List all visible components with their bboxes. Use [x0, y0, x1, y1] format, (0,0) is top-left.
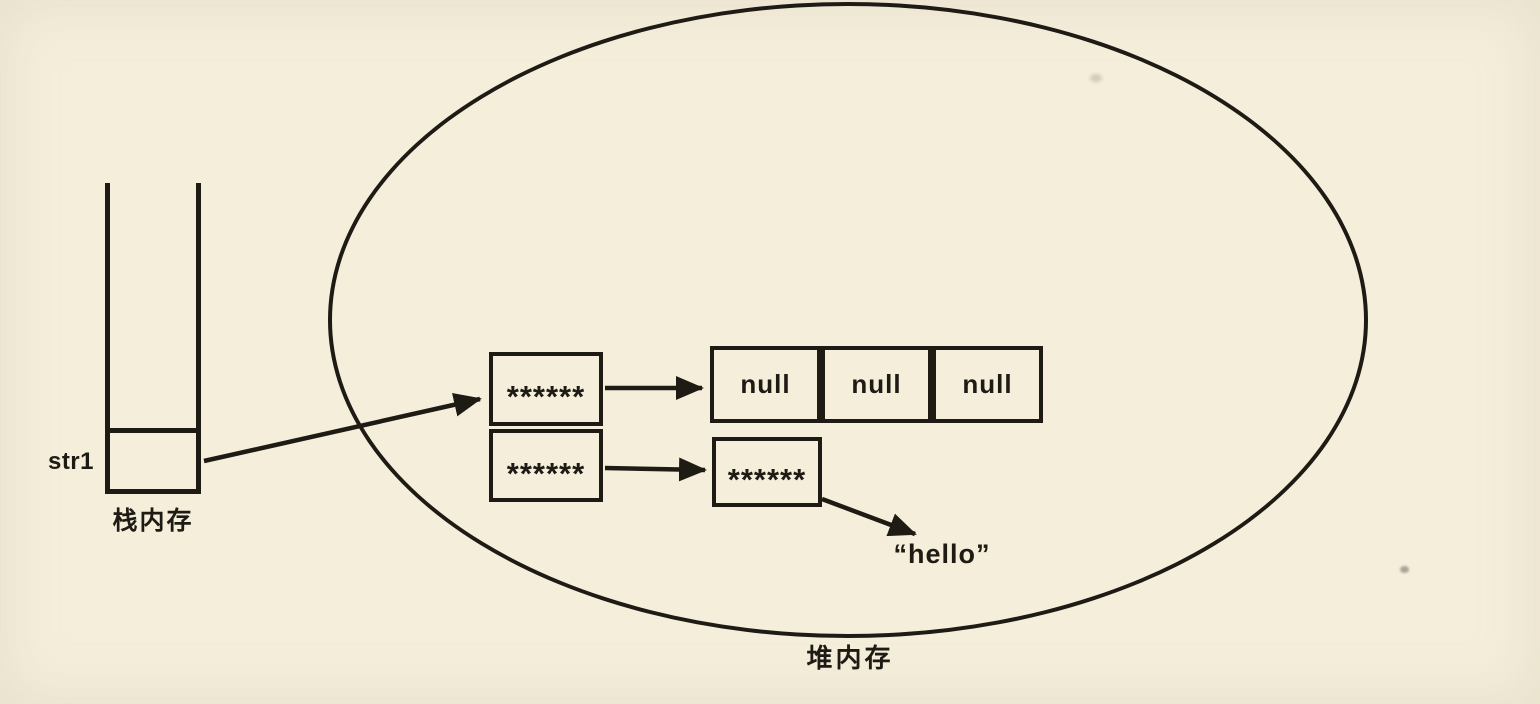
null-array-cell: null [710, 346, 821, 423]
stack-memory-container [105, 183, 201, 494]
scan-speck [1090, 74, 1102, 82]
null-array-cell: null [821, 346, 932, 423]
null-array-row: null null null [710, 346, 1043, 423]
stack-caption: 栈内存 [112, 507, 194, 535]
stack-variable-label: str1 [47, 448, 94, 475]
string-object-box: ****** [712, 437, 822, 507]
pointer-box-bottom: ****** [489, 429, 603, 502]
masked-pointer-value: ****** [727, 462, 807, 497]
heap-caption: 堆内存 [806, 643, 894, 673]
scan-speck [1400, 566, 1409, 573]
heap-memory-ellipse [328, 2, 1368, 638]
string-literal: “hello” [893, 539, 991, 569]
pointer-box-top: ****** [489, 352, 603, 426]
masked-pointer-value: ****** [506, 379, 586, 414]
null-array-cell: null [932, 346, 1043, 423]
masked-pointer-value: ****** [506, 455, 586, 491]
stack-variable-cell [105, 428, 201, 494]
